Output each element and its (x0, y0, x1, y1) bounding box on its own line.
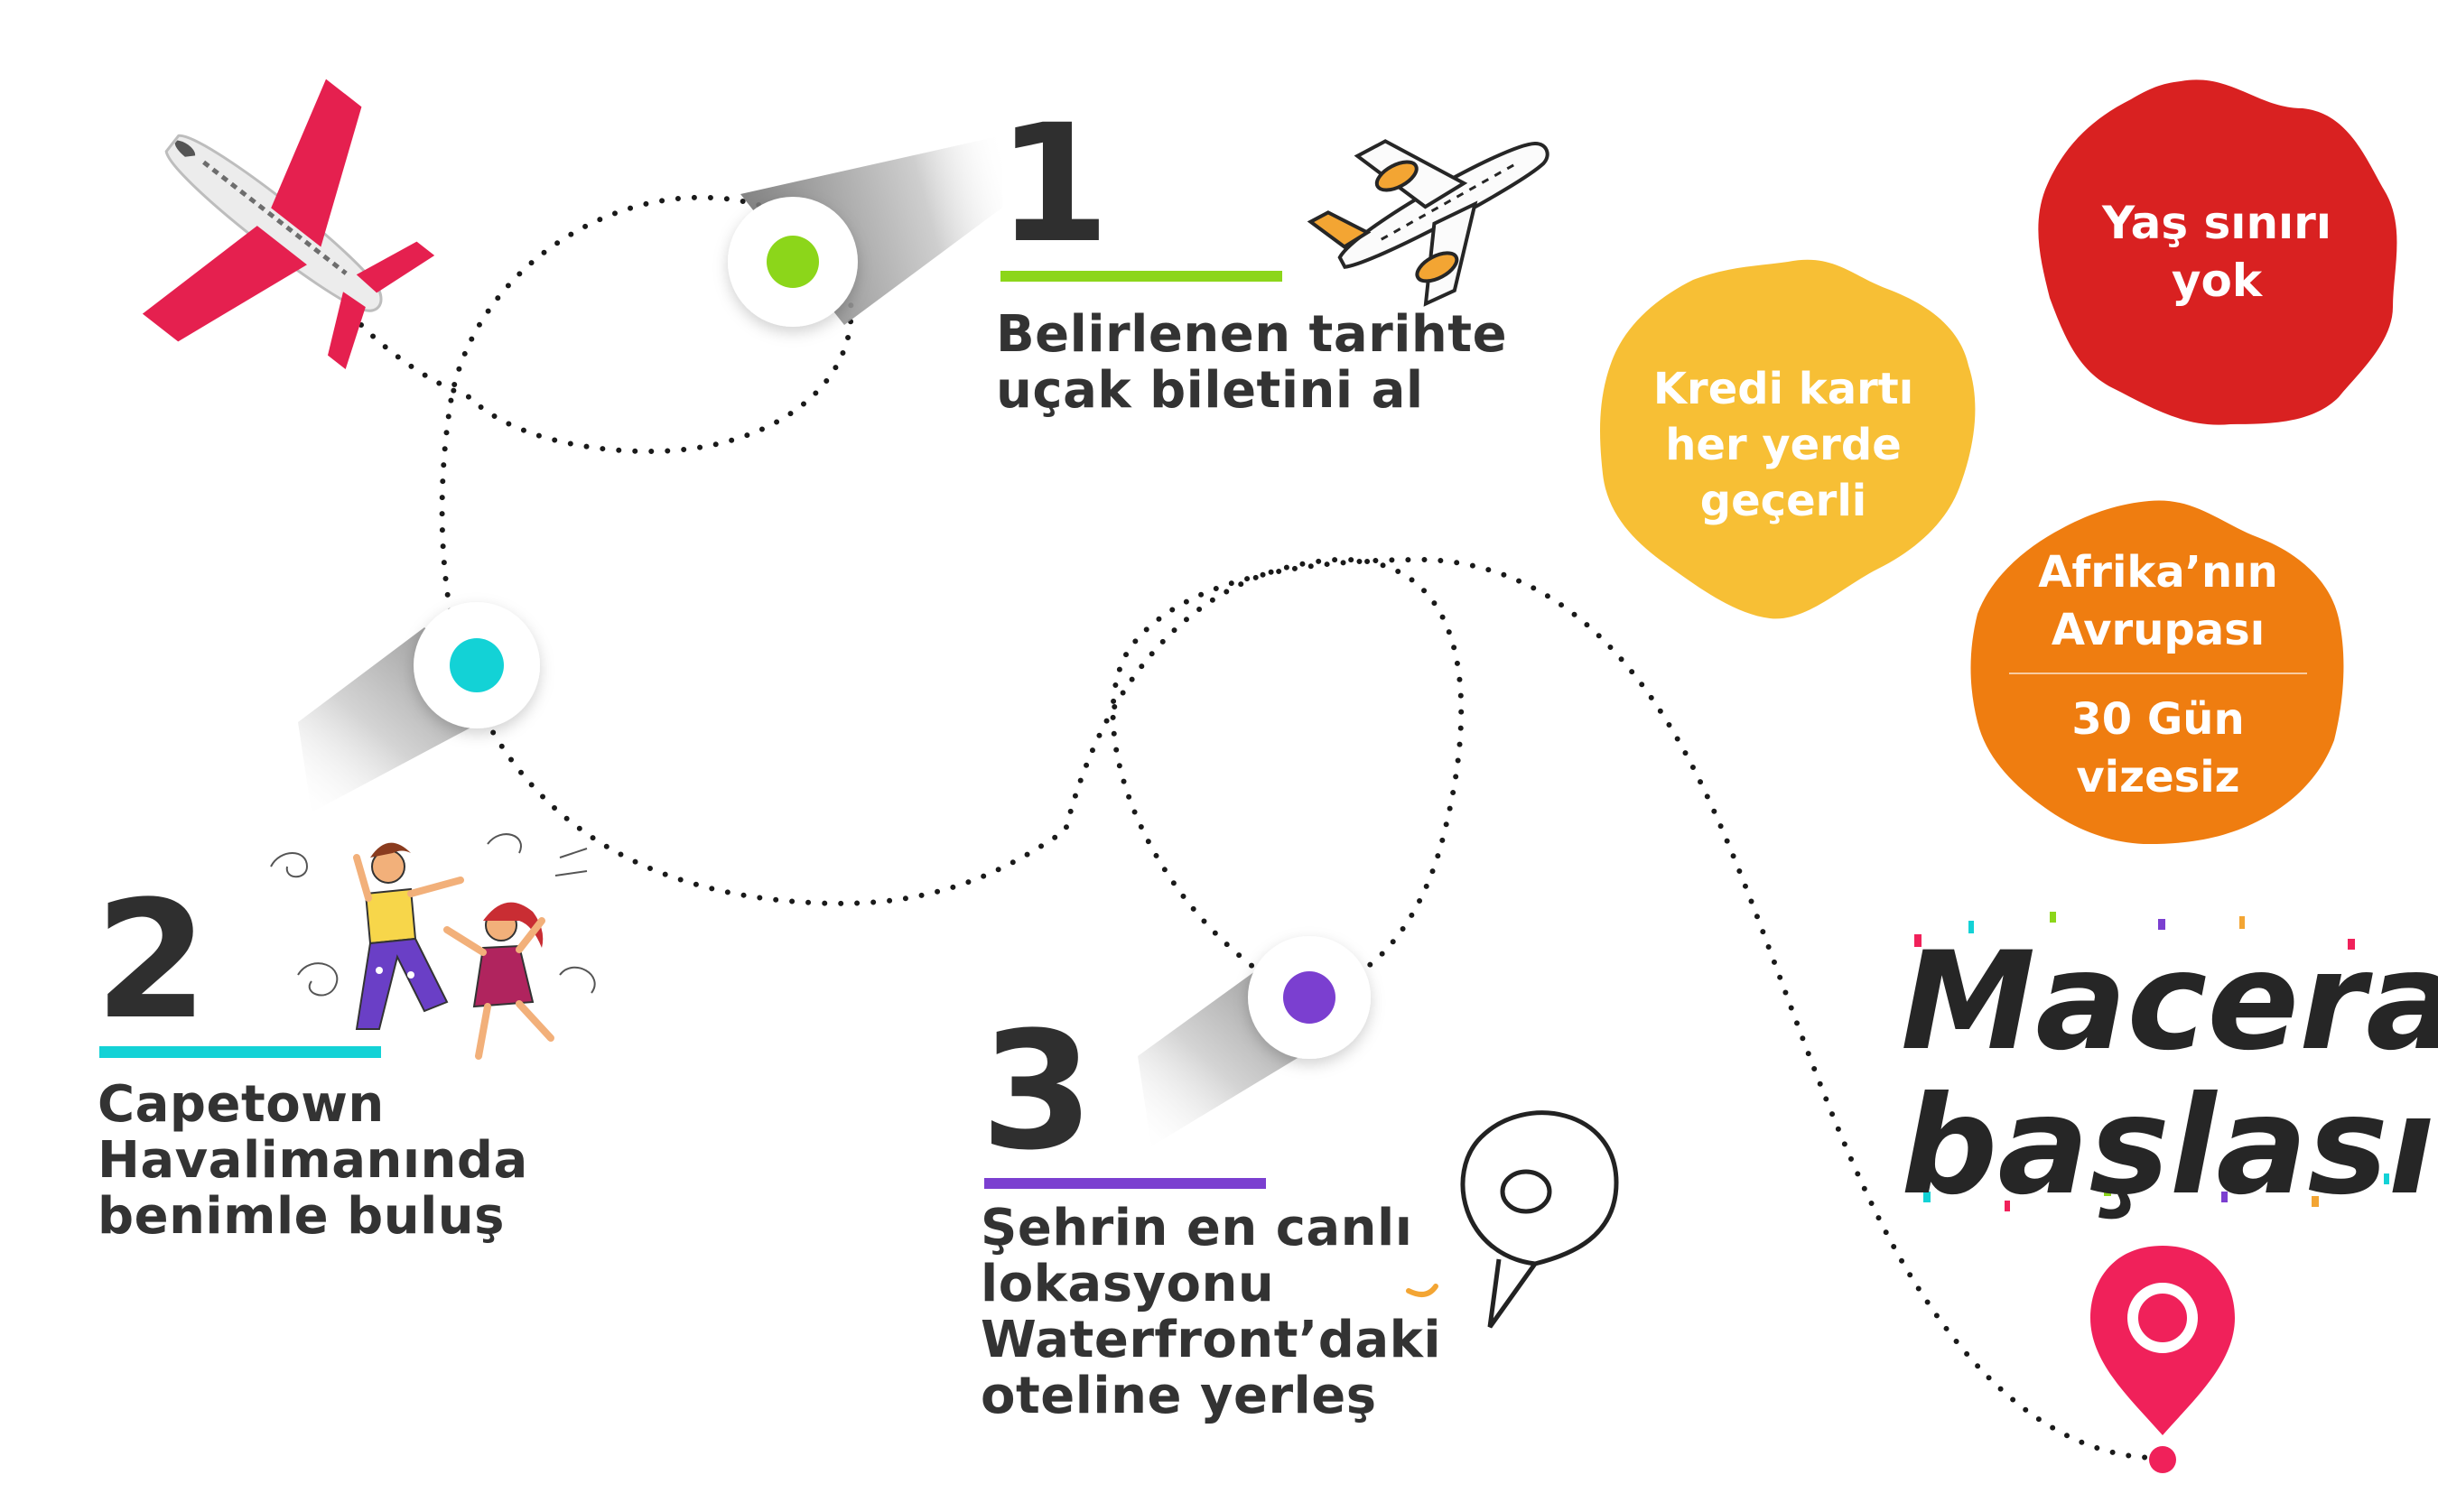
step-1-line: Belirlenen tarihte (996, 305, 1508, 364)
badge-visa-bottom-text: 30 Gün vizesiz (1977, 691, 2339, 806)
step-1-number: 1 (997, 90, 1111, 279)
step-2-text: Capetown Havalimanında benimle buluş (98, 1077, 528, 1245)
step-1-text: Belirlenen tarihte uçak biletini al (996, 307, 1507, 419)
route-node-2 (298, 602, 540, 812)
step-3-line: oteline yerleş (981, 1367, 1377, 1425)
airplane-icon (142, 79, 435, 370)
slogan-line: başlasın (1901, 1068, 2438, 1225)
step-2-line: Capetown (98, 1075, 385, 1134)
badge-card-shape (1600, 259, 1976, 619)
slogan: Macera başlasın (1901, 930, 2438, 1219)
badge-age-text: Yaş sınırı yok (2045, 194, 2388, 310)
badge-card-line: geçerli (1699, 476, 1867, 526)
step-2-underline (99, 1046, 381, 1058)
badge-card-line: Kredi kartı (1652, 364, 1914, 414)
step-1-underline (1000, 271, 1282, 282)
step-3-underline (984, 1178, 1266, 1189)
badge-card-text: Kredi kartı her yerde geçerli (1603, 361, 1964, 529)
dancing-women-illustration (270, 833, 596, 1060)
step-3-line: Şehrin en canlı (981, 1199, 1413, 1257)
slogan-line: Macera (1901, 923, 2438, 1081)
route-node-3 (1138, 936, 1371, 1146)
step-3-number: 3 (981, 997, 1094, 1186)
badge-age-shape (2038, 79, 2397, 425)
badge-visa-shape (1970, 500, 2344, 844)
step-2-line: benimle buluş (98, 1187, 505, 1246)
step-3-text: Şehrin en canlı lokasyonu Waterfront’dak… (981, 1201, 1441, 1424)
location-pin-icon (2090, 1246, 2235, 1473)
confetti-decoration (1914, 912, 2389, 1211)
badge-age-line: yok (2171, 255, 2263, 307)
badge-visa-line: Afrika’nın (2038, 547, 2278, 598)
step-2-line: Havalimanında (98, 1131, 528, 1190)
badge-visa-top-text: Afrika’nın Avrupası (1977, 543, 2339, 659)
badge-visa-line: 30 Gün (2071, 694, 2245, 745)
badge-visa-line: Avrupası (2051, 605, 2266, 655)
badge-card-line: her yerde (1665, 420, 1902, 470)
step-2-number: 2 (95, 867, 209, 1055)
small-airplane-icon (1307, 139, 1549, 307)
badge-visa-line: vizesiz (2076, 752, 2240, 802)
step-3-line: Waterfront’daki (981, 1311, 1442, 1369)
step-3-line: lokasyonu (981, 1255, 1275, 1313)
speech-bubble-icon (1406, 1110, 1619, 1329)
badge-age-line: Yaş sınırı (2102, 197, 2331, 249)
step-1-line: uçak biletini al (996, 361, 1424, 420)
route-node-1 (728, 135, 1002, 327)
